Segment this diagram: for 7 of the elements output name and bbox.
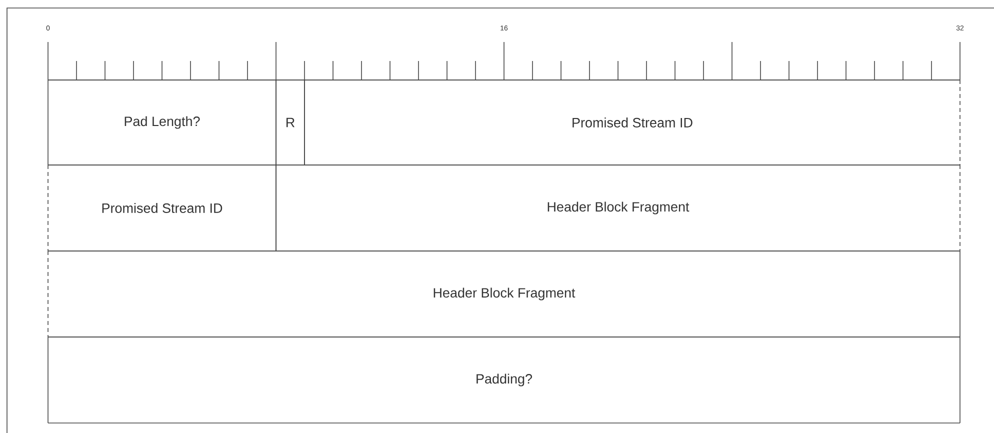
field-cell: Header Block Fragment: [48, 250, 960, 338]
field-cell: Header Block Fragment: [276, 164, 960, 252]
field-cell: Padding?: [48, 336, 960, 424]
field-cell: Promised Stream ID: [48, 164, 276, 252]
field-cell: R: [276, 80, 305, 166]
field-cell: Pad Length?: [48, 80, 276, 166]
field-cell: Promised Stream ID: [304, 80, 960, 166]
